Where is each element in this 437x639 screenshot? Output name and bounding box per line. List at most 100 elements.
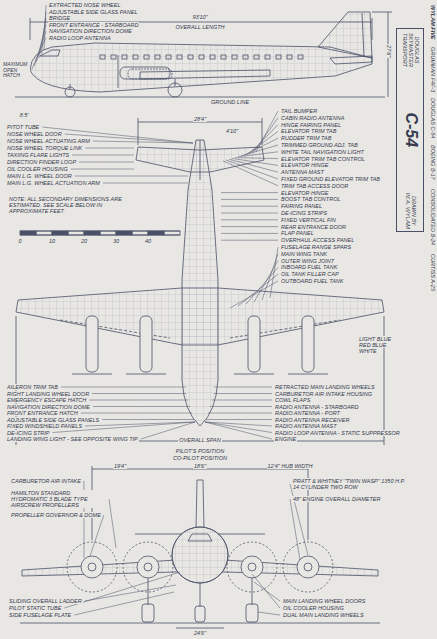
spinner bbox=[304, 563, 312, 571]
leader-line bbox=[221, 192, 278, 193]
leader-line bbox=[223, 161, 278, 186]
callout: BOOST TAB CONTROL bbox=[280, 196, 342, 202]
window-outline bbox=[298, 55, 303, 59]
window-outline bbox=[122, 55, 127, 59]
engine-nacelle bbox=[302, 316, 314, 372]
callout: TAIL BUMPER bbox=[280, 108, 318, 114]
leader-line bbox=[221, 199, 278, 200]
leader-line bbox=[221, 240, 278, 241]
dimension: OVERALL LENGTH bbox=[174, 24, 225, 30]
leader-line bbox=[253, 118, 278, 153]
dimension: 24'6" bbox=[193, 630, 207, 636]
callout: RADIO LOOP ANTENNA - STATIC SUPPRESSOR bbox=[274, 430, 401, 436]
callout: OUTBOARD FUEL TANK bbox=[280, 278, 344, 284]
position-label: CO-PILOT POSITION bbox=[172, 455, 228, 461]
callout: CARBURETOR AIR INTAKE bbox=[10, 478, 82, 484]
scale-bar bbox=[20, 231, 36, 235]
model-title: C-54 bbox=[402, 112, 420, 147]
callout: MAIN WING TANK bbox=[280, 251, 328, 257]
leader-line bbox=[206, 419, 272, 420]
scale-number: 10 bbox=[48, 238, 56, 244]
dimension: 27'6" bbox=[386, 44, 392, 58]
leader-line bbox=[258, 612, 280, 615]
title-text: TRANSPORT bbox=[402, 33, 408, 67]
scale-number: 20 bbox=[80, 238, 88, 244]
dimension: OVERALL SPAN bbox=[178, 437, 221, 443]
callout: ADJUSTABLE SIDE GLASS PANELS bbox=[6, 417, 100, 423]
scale-bar bbox=[132, 231, 148, 235]
window-outline bbox=[254, 55, 259, 59]
light-color: WHITE bbox=[358, 348, 378, 354]
engine-nacelle bbox=[248, 316, 260, 372]
callout: DUAL MAIN LANDING WHEELS bbox=[282, 612, 365, 618]
callout: RADIO ANTENNA RECEIVER bbox=[274, 417, 350, 423]
leader-line bbox=[81, 413, 192, 414]
note: NOTE: ALL SECONDARY DIMENSIONS ARE ESTIM… bbox=[8, 196, 128, 214]
leader-line bbox=[71, 169, 134, 170]
callout: HAMILTON STANDARD HYDROMATIC 3 BLADE TYP… bbox=[10, 490, 107, 508]
callout: MAXIMUM OPEN HATCH bbox=[2, 62, 30, 79]
engine-cowl bbox=[241, 556, 263, 578]
leader-line bbox=[90, 515, 104, 556]
spinner bbox=[248, 563, 256, 571]
callout: NOSE WHEEL ACTUATING ARM bbox=[6, 138, 91, 144]
leader-line bbox=[85, 148, 134, 149]
leader-line bbox=[221, 233, 278, 234]
window-outline bbox=[199, 55, 204, 59]
leader-line bbox=[79, 162, 134, 163]
propeller bbox=[126, 374, 166, 375]
callout: FRONT ENTRANCE - STARBOARD bbox=[48, 22, 139, 28]
callout: ADJUSTABLE SIDE GLASS PANEL bbox=[48, 9, 138, 15]
window-outline bbox=[221, 55, 226, 59]
callout: FRONT ENTRANCE HATCH bbox=[6, 410, 79, 416]
propeller bbox=[288, 374, 328, 375]
callout: PITOT TUBE bbox=[6, 124, 40, 130]
leader-line bbox=[32, 38, 47, 70]
callout: NOSE WHEEL TORQUE LINK bbox=[6, 145, 83, 151]
window-outline bbox=[188, 55, 193, 59]
scale-number: 30 bbox=[112, 238, 120, 244]
leader-line bbox=[254, 582, 280, 601]
dimension: 93'10" bbox=[191, 14, 208, 20]
callout: RETRACTED MAIN LANDING WHEELS bbox=[274, 384, 376, 390]
window-outline bbox=[232, 55, 237, 59]
scale-bar bbox=[68, 231, 84, 235]
callout: LANDING WING LIGHT - SEE OPPOSITE WING T… bbox=[6, 436, 139, 442]
scale-bar bbox=[148, 231, 164, 235]
leader-line bbox=[214, 393, 272, 394]
leader-line bbox=[235, 158, 278, 159]
leader-line bbox=[221, 206, 278, 207]
leader-line bbox=[93, 141, 193, 143]
callout: CABIN RADIO ANTENNA bbox=[280, 115, 345, 121]
callout: AILERON TRIM TAB bbox=[6, 384, 59, 390]
spinner bbox=[144, 563, 152, 571]
window-outline bbox=[144, 55, 149, 59]
scale-bar bbox=[164, 231, 180, 235]
window-outline bbox=[155, 55, 160, 59]
callout: CARBURETOR AIR INTAKE HOUSING bbox=[274, 391, 373, 397]
leader-line bbox=[103, 183, 188, 184]
leader-line bbox=[72, 155, 134, 156]
title-text: W.A. WYLAM bbox=[405, 193, 412, 229]
callout: RADIO ANTENNA - PORT bbox=[274, 410, 341, 416]
leader-line bbox=[205, 422, 272, 433]
leader-line bbox=[226, 160, 278, 179]
callout: FLAP PANEL bbox=[280, 230, 315, 236]
propeller bbox=[234, 374, 274, 375]
series-list: CURTISS A-25 bbox=[430, 253, 436, 292]
callout: OIL COOLER HOUSING bbox=[282, 605, 345, 611]
ground-label: GROUND LINE bbox=[210, 99, 250, 105]
leader-line bbox=[247, 131, 278, 154]
leader-line bbox=[85, 422, 195, 426]
leader-line bbox=[92, 393, 186, 394]
callout: INBOARD FUEL TANK bbox=[280, 264, 338, 270]
window-outline bbox=[276, 55, 281, 59]
callout: ELEVATOR HINGE bbox=[280, 190, 329, 196]
title-block: DOUGLASSKYMASTERTRANSPORTC-54DRAWN BYW.A… bbox=[396, 28, 424, 232]
leader-line bbox=[109, 499, 116, 548]
callout: ELEVATOR TRIM TAB CONTROL bbox=[280, 156, 366, 162]
callout: BRIDGE bbox=[48, 15, 71, 21]
callout: SIDE FUSELAGE PLATE bbox=[8, 612, 72, 618]
leader-line bbox=[230, 281, 278, 308]
series-list: BOEING B-17 bbox=[430, 144, 436, 181]
